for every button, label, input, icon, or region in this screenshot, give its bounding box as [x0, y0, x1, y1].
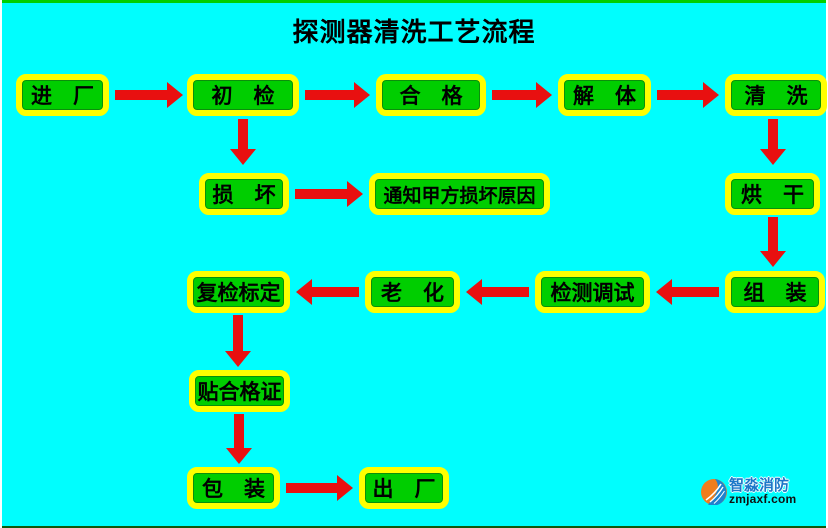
arrow-packaging-to-shipment — [286, 475, 353, 501]
node-assembly: 组 装 — [725, 271, 825, 313]
node-damaged-label: 损 坏 — [212, 183, 276, 207]
arrow-intake-to-initial-inspection — [115, 82, 183, 108]
node-shipment-label: 出 厂 — [372, 477, 436, 501]
arrow-disassembly-to-cleaning — [657, 82, 719, 108]
arrow-attach-certificate-to-packaging — [226, 414, 252, 464]
node-qualified-label: 合 格 — [399, 84, 463, 108]
node-qualified: 合 格 — [376, 74, 486, 116]
node-initial-inspection-label: 初 检 — [211, 84, 275, 108]
node-notify-reason-label: 通知甲方损坏原因 — [383, 185, 536, 207]
arrow-damaged-to-notify-reason — [295, 181, 363, 207]
node-damaged: 损 坏 — [199, 173, 289, 215]
brand-logo-icon — [701, 479, 727, 505]
arrow-qualified-to-disassembly — [492, 82, 552, 108]
arrow-drying-to-assembly — [760, 217, 786, 267]
arrow-assembly-to-testing-debugging — [656, 279, 719, 305]
brand-domain: zmjaxf.com — [729, 492, 797, 506]
node-aging-label: 老 化 — [381, 281, 444, 305]
node-cleaning-label: 清 洗 — [744, 84, 808, 108]
node-packaging: 包 装 — [187, 467, 280, 509]
arrow-initial-inspection-to-damaged — [230, 119, 256, 165]
node-intake-label: 进 厂 — [31, 84, 94, 108]
node-cleaning: 清 洗 — [725, 74, 827, 116]
node-testing-debugging: 检测调试 — [535, 271, 650, 313]
node-testing-debugging-label: 检测调试 — [550, 281, 635, 305]
arrow-initial-inspection-to-qualified — [305, 82, 370, 108]
node-notify-reason: 通知甲方损坏原因 — [369, 173, 550, 215]
node-intake: 进 厂 — [16, 74, 109, 116]
node-disassembly: 解 体 — [558, 74, 651, 116]
node-attach-certificate: 贴合格证 — [189, 370, 290, 412]
brand-watermark: 智淼消防 zmjaxf.com — [701, 478, 796, 506]
node-shipment: 出 厂 — [359, 467, 449, 509]
arrow-testing-debugging-to-aging — [466, 279, 529, 305]
arrow-aging-to-recheck-calibration — [296, 279, 359, 305]
brand-name: 智淼消防 — [729, 477, 790, 494]
node-drying: 烘 干 — [725, 173, 820, 215]
page-title: 探测器清洗工艺流程 — [292, 18, 536, 47]
node-disassembly-label: 解 体 — [573, 84, 636, 108]
arrow-cleaning-to-drying — [760, 119, 786, 165]
node-packaging-label: 包 装 — [202, 477, 265, 501]
node-initial-inspection: 初 检 — [187, 74, 299, 116]
node-recheck-calibration-label: 复检标定 — [196, 281, 281, 305]
node-aging: 老 化 — [365, 271, 460, 313]
node-recheck-calibration: 复检标定 — [187, 271, 290, 313]
node-assembly-label: 组 装 — [743, 281, 807, 305]
node-attach-certificate-label: 贴合格证 — [197, 380, 282, 404]
arrow-recheck-to-attach-certificate — [225, 315, 251, 367]
node-drying-label: 烘 干 — [741, 183, 804, 207]
